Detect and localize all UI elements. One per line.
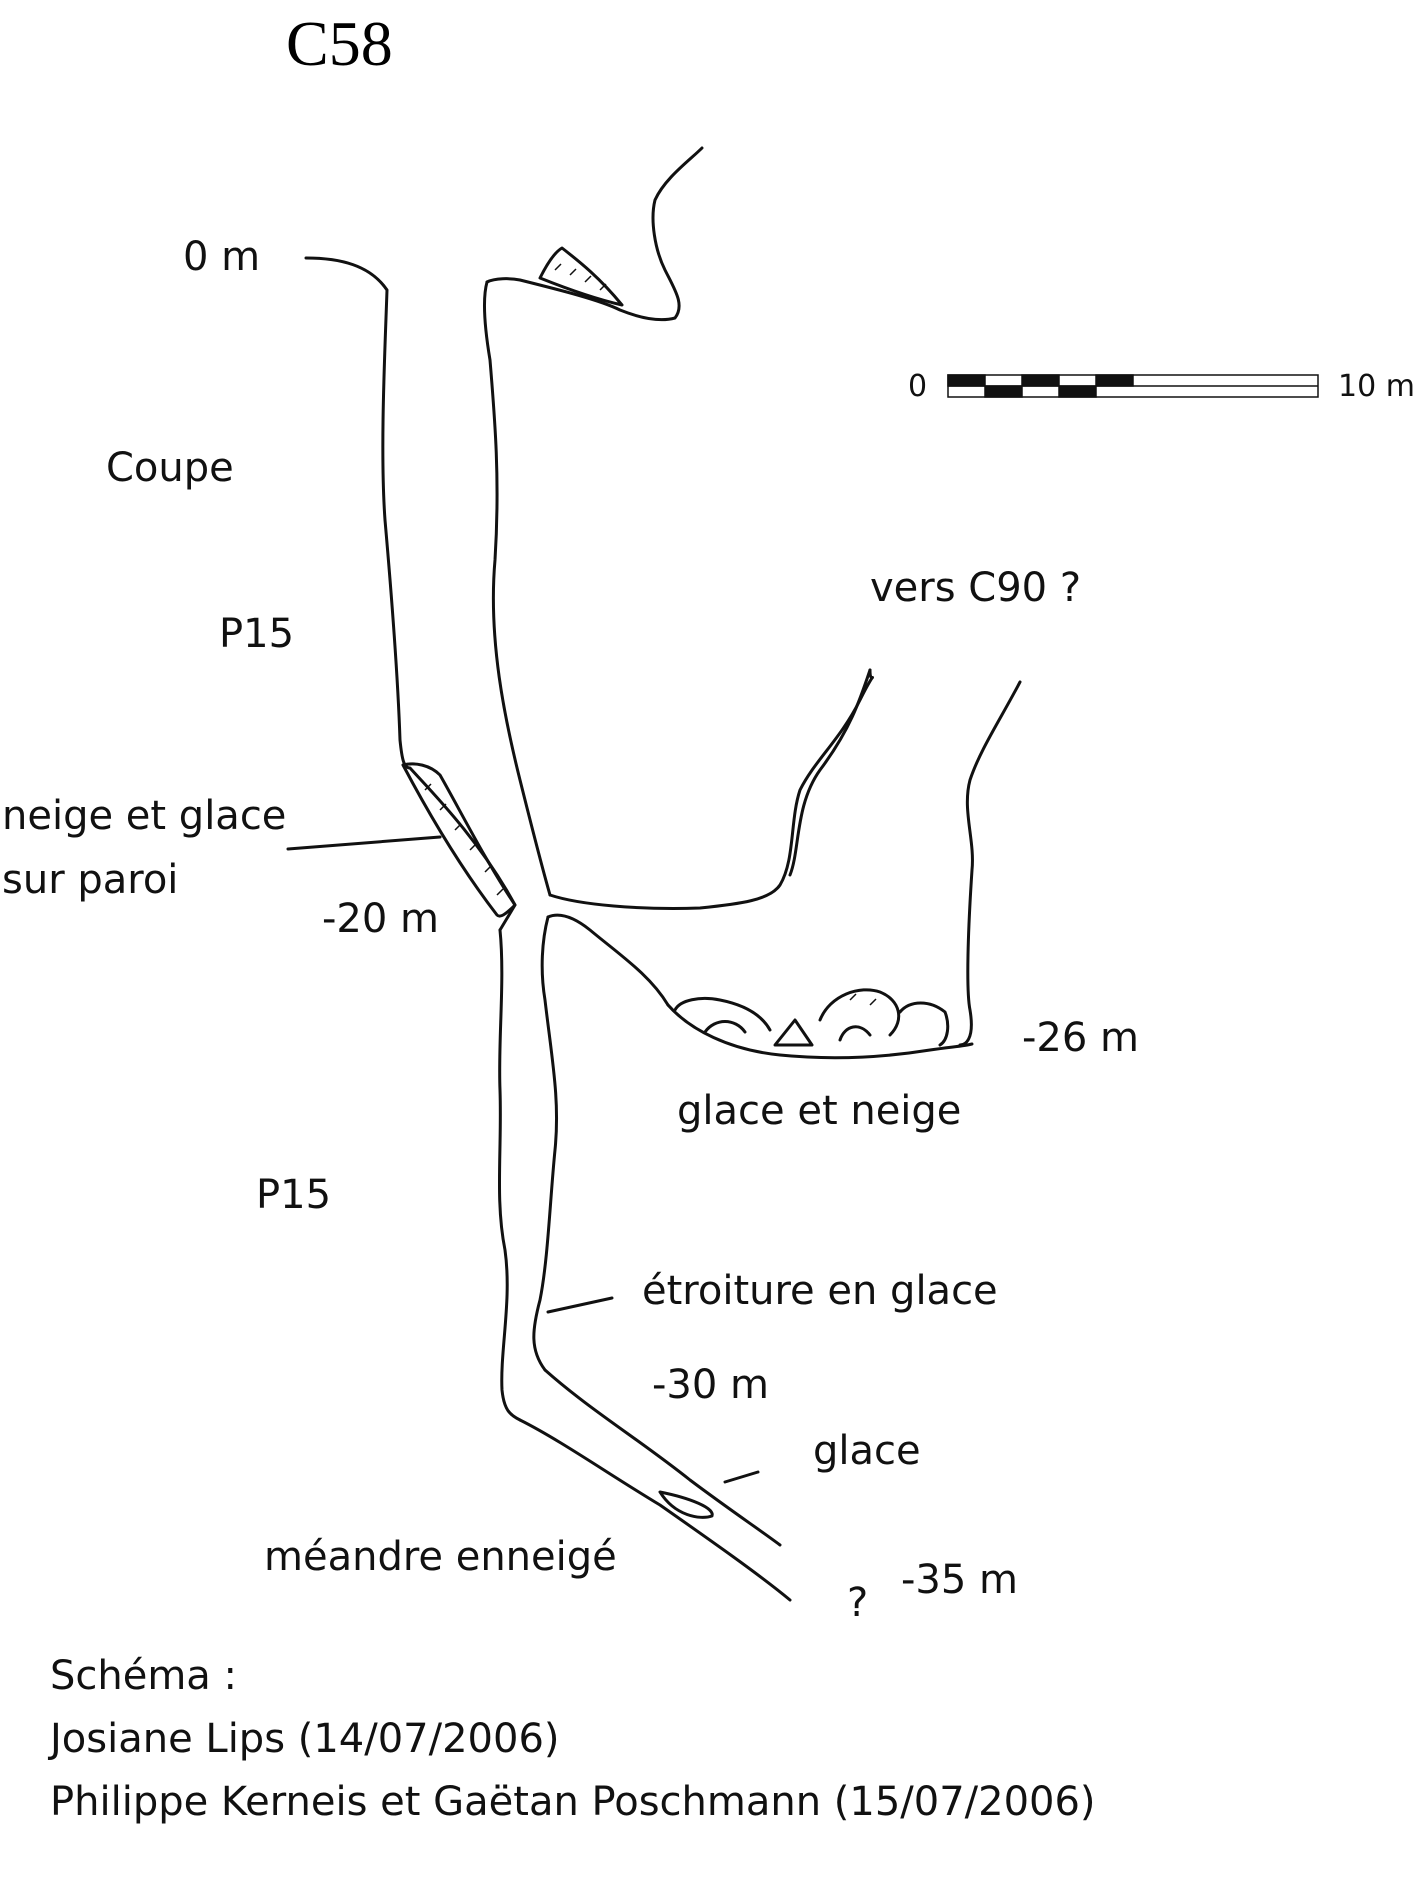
credits-line-1: Josiane Lips (14/07/2006)	[50, 1716, 560, 1762]
passage-c90-upper-left-wall	[788, 668, 872, 877]
meander-label: méandre enneigé	[264, 1534, 617, 1580]
chamber-floor	[666, 1003, 974, 1060]
ice-lens	[658, 1490, 714, 1519]
entrance-snow-deposit	[538, 246, 624, 307]
rock-block-4	[703, 1020, 747, 1034]
credits-line-2: Philippe Kerneis et Gaëtan Poschmann (15…	[50, 1779, 1096, 1825]
squeeze-label: étroiture en glace	[642, 1268, 998, 1314]
scale-min-label: 0	[908, 369, 928, 404]
passage-c90-right-wall	[958, 680, 1022, 1047]
rock-block-1	[673, 996, 772, 1032]
leader-ice	[723, 1470, 760, 1484]
lower-shaft-right-wall	[532, 915, 559, 1372]
towards-c90-label: vers C90 ?	[870, 565, 1082, 611]
scale-bar	[947, 374, 1319, 398]
scale-max-label: 10 m	[1338, 369, 1415, 404]
lower-shaft-left-wall	[497, 928, 522, 1422]
ice-label: glace	[813, 1428, 921, 1474]
pitch-label-lower: P15	[256, 1172, 332, 1218]
upper-shaft-left-wall	[304, 256, 517, 932]
diagram-title: C58	[286, 8, 393, 79]
credits-heading: Schéma :	[50, 1653, 238, 1699]
depth-label-30: -30 m	[652, 1362, 770, 1408]
credits-block: Schéma : Josiane Lips (14/07/2006) Phili…	[50, 1645, 1096, 1834]
rock-block-3	[898, 1001, 950, 1047]
rock-block-6	[838, 1025, 872, 1042]
unknown-continuation-mark: ?	[847, 1580, 869, 1626]
pitch-label-upper: P15	[219, 611, 295, 657]
meander-upper-wall	[543, 1368, 782, 1547]
meander-lower-wall	[518, 1418, 792, 1602]
depth-label-20: -20 m	[322, 896, 440, 942]
ice-and-snow-label: glace et neige	[677, 1088, 962, 1134]
upper-shaft-inner-wall	[482, 280, 552, 897]
wall-ice-label-line1: neige et glace	[2, 793, 287, 839]
rock-block-5	[773, 1018, 814, 1047]
view-label: Coupe	[106, 445, 234, 491]
chamber-roof	[546, 913, 670, 1007]
wall-snow-deposit	[401, 762, 517, 918]
leader-wall-ice	[286, 835, 442, 851]
depth-label-0: 0 m	[183, 234, 261, 280]
leader-squeeze	[546, 1296, 614, 1314]
passage-c90-lower-wall	[548, 668, 874, 910]
upper-shaft-right-wall	[485, 146, 704, 322]
depth-label-35: -35 m	[901, 1557, 1019, 1603]
depth-label-26: -26 m	[1022, 1015, 1140, 1061]
wall-ice-label-line2: sur paroi	[2, 857, 179, 903]
